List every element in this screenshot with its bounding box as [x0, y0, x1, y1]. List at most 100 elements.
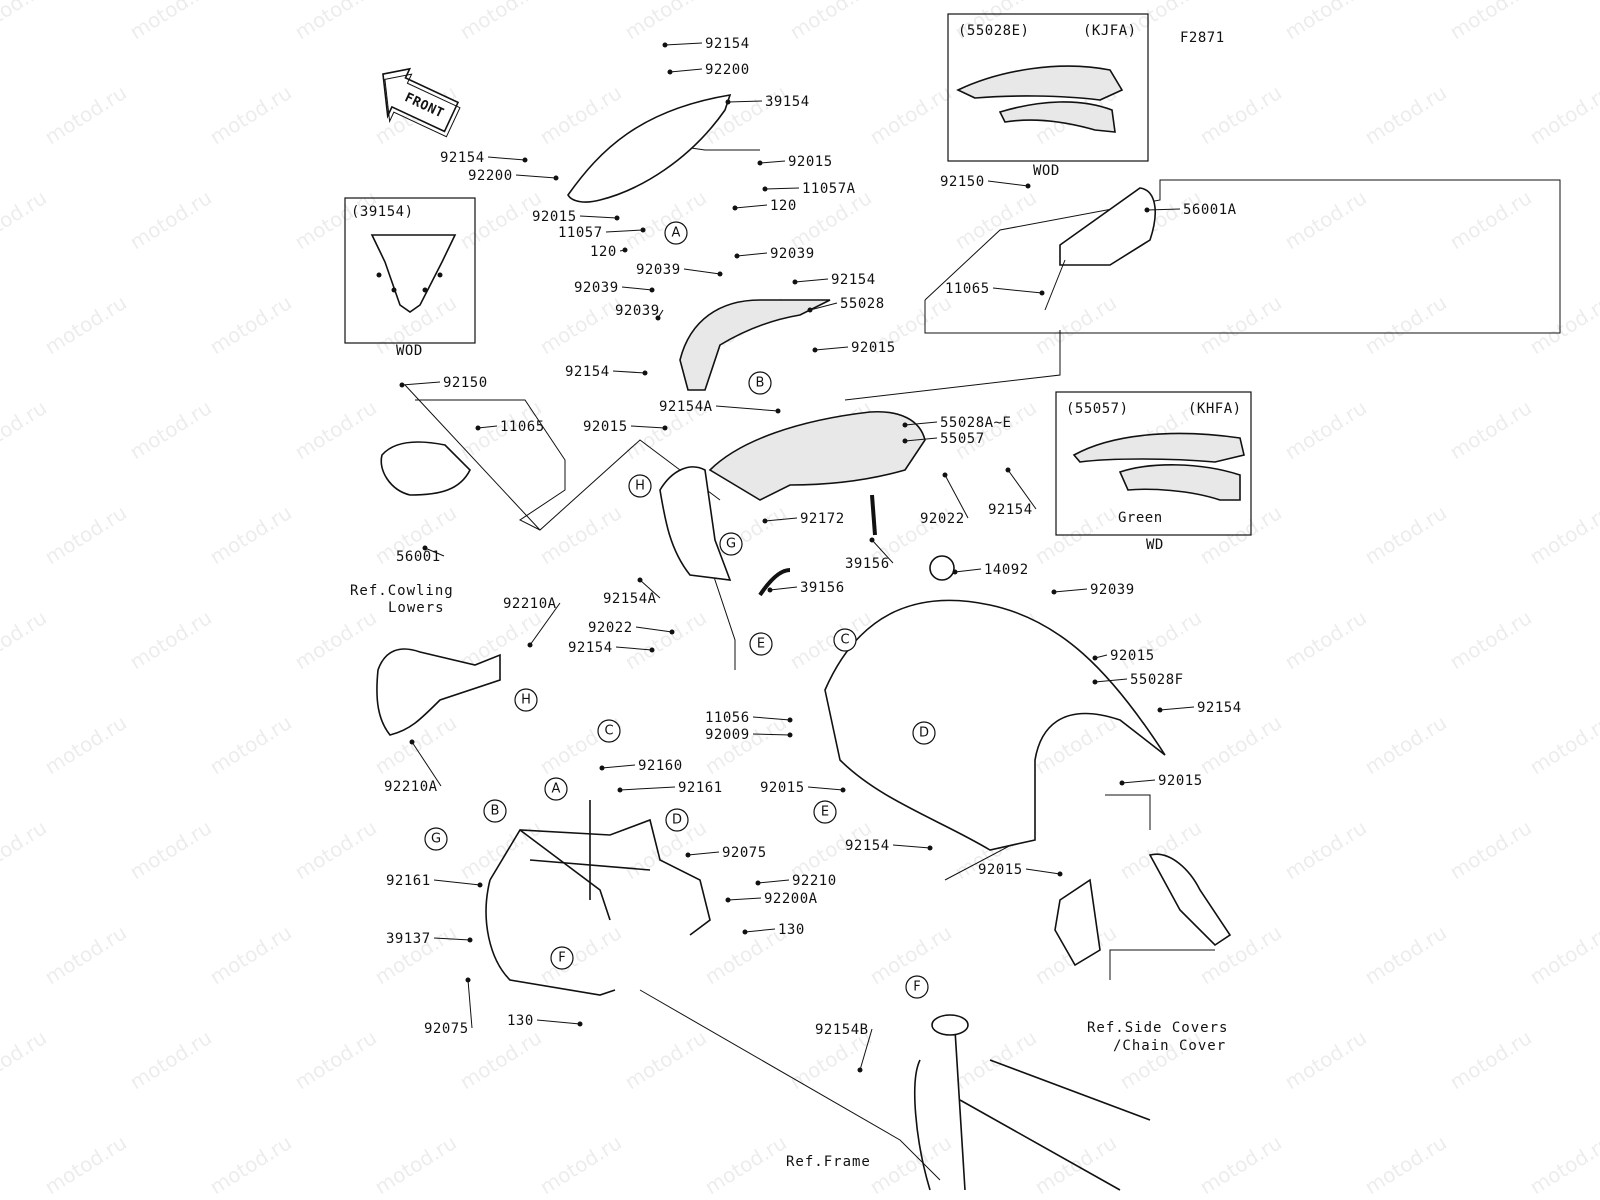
- windshield: [567, 93, 732, 203]
- callout-leader: [1025, 868, 1061, 875]
- fastener-dot: [640, 227, 646, 233]
- side-cowl-55028a: [708, 410, 926, 501]
- watermark-text: motod.ru: [620, 0, 711, 44]
- callout-leader: [871, 539, 894, 564]
- watermark-text: motod.ru: [1280, 0, 1371, 44]
- callout-label: 92161: [678, 780, 723, 796]
- callout-label: 92154A: [659, 399, 713, 415]
- callout-label: 39137: [386, 931, 431, 947]
- inner-panel-55028f: [824, 599, 1166, 851]
- ref-letter-circle: [550, 946, 574, 970]
- watermark-text: motod.ru: [1445, 1025, 1536, 1094]
- callout-label: 11057: [558, 225, 603, 241]
- ref-side-covers-1: Ref.Side Covers: [1087, 1020, 1228, 1036]
- watermark-text: motod.ru: [950, 1025, 1041, 1094]
- callout-leader: [683, 268, 721, 275]
- callout-label: 11056: [705, 710, 750, 726]
- watermark-text: motod.ru: [1360, 920, 1451, 989]
- callout-label: 92200A: [764, 891, 818, 907]
- fastener-dot: [467, 937, 473, 943]
- watermark-text: motod.ru: [0, 1025, 51, 1094]
- callout-label: 92172: [800, 511, 845, 527]
- callout-label: 92015: [760, 780, 805, 796]
- watermark-text: motod.ru: [290, 395, 381, 464]
- fastener-dot: [685, 852, 691, 858]
- callout-label: 92015: [532, 209, 577, 225]
- fastener-dot: [725, 897, 731, 903]
- callout-leader: [752, 716, 791, 721]
- callout-leader: [1159, 706, 1195, 711]
- fastener-dot: [465, 977, 471, 983]
- watermark-text: motod.ru: [620, 605, 711, 674]
- fastener-dot: [869, 537, 875, 543]
- callout-leader: [1121, 779, 1156, 784]
- watermark-text: motod.ru: [40, 1130, 131, 1199]
- watermark-text: motod.ru: [205, 500, 296, 569]
- callout-leader: [687, 851, 720, 856]
- watermark-text: motod.ru: [0, 815, 51, 884]
- watermark-text: motod.ru: [1195, 710, 1286, 779]
- fastener-dot: [577, 1021, 583, 1027]
- inset-cowl-khfa: (55057) (KHFA) Green WD: [1055, 391, 1252, 553]
- mirror-right: [1059, 187, 1156, 266]
- callout-leader: [757, 879, 790, 884]
- inset-kjfa-footer: WOD: [1033, 163, 1060, 179]
- inset-kjfa-header-left: (55028E): [958, 23, 1029, 39]
- callout-leader: [992, 287, 1043, 294]
- fastener-dot: [1005, 467, 1011, 473]
- fastener-dot: [762, 186, 768, 192]
- inset-khfa-footer: WD: [1146, 537, 1164, 553]
- ref-letter: B: [491, 804, 500, 819]
- callout-label: 55028A~E: [940, 415, 1011, 431]
- watermark-text: motod.ru: [1280, 185, 1371, 254]
- fastener-dot: [757, 160, 763, 166]
- ref-letter-circle: [628, 474, 652, 498]
- callout-label: 92009: [705, 727, 750, 743]
- callout-leader: [769, 586, 798, 591]
- watermark-text: motod.ru: [205, 1130, 296, 1199]
- watermark-text: motod.ru: [455, 815, 546, 884]
- callout-leader: [621, 286, 653, 291]
- callout-leader: [752, 733, 791, 736]
- callout-label: 92200: [468, 168, 513, 184]
- callout-leader: [477, 425, 498, 429]
- callout-label: 92022: [920, 511, 965, 527]
- watermark-text: motod.ru: [950, 185, 1041, 254]
- fastener-dot: [725, 99, 731, 105]
- callout-leader: [715, 405, 779, 412]
- watermark-text: motod.ru: [1360, 80, 1451, 149]
- callout-label: 55028: [840, 296, 885, 312]
- watermark-text: motod.ru: [125, 815, 216, 884]
- watermark-text: motod.ru: [0, 185, 51, 254]
- callout-leader: [529, 602, 561, 646]
- inset-khfa-inner: Green: [1118, 510, 1163, 526]
- fastener-dot: [553, 175, 559, 181]
- ref-letter: G: [726, 537, 736, 552]
- watermark-text: motod.ru: [620, 1025, 711, 1094]
- callout-leader: [859, 1028, 873, 1071]
- hose-39156-b: [758, 568, 791, 597]
- fastener-dot: [1051, 589, 1057, 595]
- side-bracket-plate: [1054, 878, 1101, 967]
- callout-label: 39156: [845, 556, 890, 572]
- callout-leader: [904, 421, 938, 426]
- callout-label: 92154: [988, 502, 1033, 518]
- fastener-dot: [475, 425, 481, 431]
- callout-leader: [630, 425, 666, 429]
- fastener-dot: [1057, 871, 1063, 877]
- fastener-dot: [622, 247, 628, 253]
- fastener-dot: [755, 880, 761, 886]
- fastener-dot: [642, 370, 648, 376]
- ref-letter-circle: [748, 371, 772, 395]
- callout-leader: [1094, 678, 1128, 683]
- watermark-text: motod.ru: [125, 185, 216, 254]
- callout-leader: [424, 547, 445, 557]
- callout-leader: [944, 474, 969, 519]
- callout-leader: [1007, 469, 1037, 510]
- callout-label: 92075: [722, 845, 767, 861]
- callout-leader: [1146, 208, 1181, 211]
- fastener-dot: [599, 765, 605, 771]
- callout-leader: [764, 187, 800, 190]
- callout-leader: [764, 517, 798, 522]
